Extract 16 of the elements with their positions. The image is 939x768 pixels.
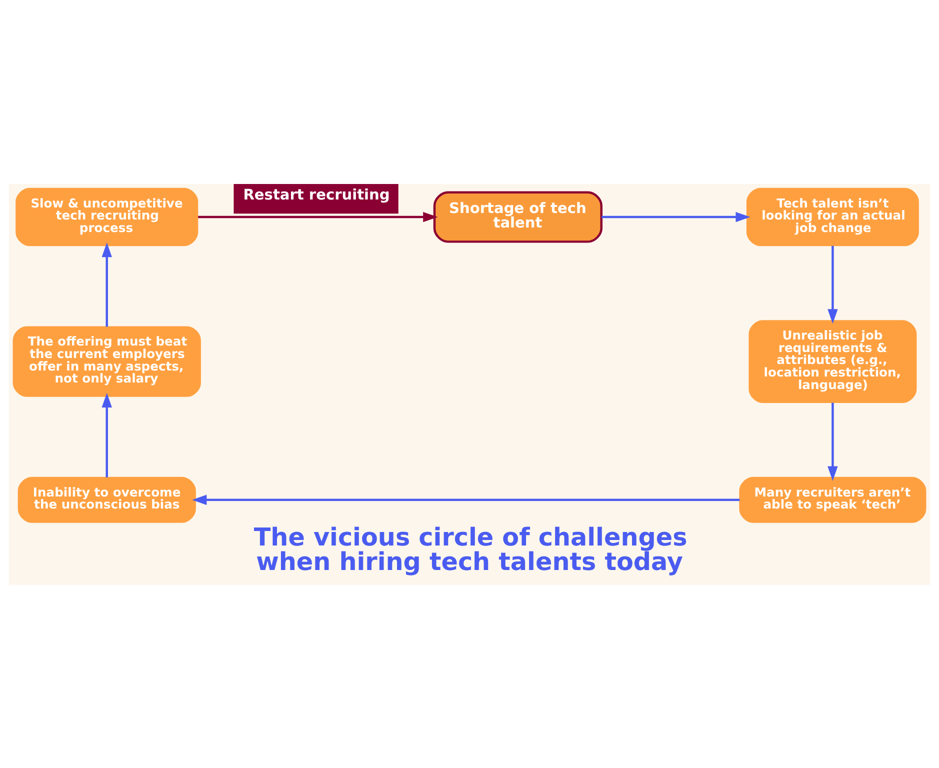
node-box: Inability to overcome the unconscious bias (18, 476, 196, 522)
node-box: Shortage of tech talent (433, 190, 603, 242)
arrow (828, 402, 838, 480)
node-box: The offering must beat the current employers offer in many aspects, not only salary (12, 326, 201, 396)
node-box: Many recruiters aren’t able to speak ‘tech’ (739, 476, 926, 522)
arrow (602, 211, 750, 222)
arrow (102, 392, 112, 477)
arrow (198, 211, 438, 222)
arrow (192, 494, 740, 504)
node-box: Unrealistic job requirements & attributes (e.g., location restriction, language) (748, 320, 917, 402)
node-box: Slow & uncompetitive tech recruiting process (16, 187, 198, 246)
edge-label: Restart recruiting (243, 186, 390, 204)
arrow (102, 242, 112, 326)
diagram-title: The vicious circle of challenges when hiring tech talents today (254, 522, 688, 576)
arrow (828, 245, 838, 324)
node-box: Tech talent isn’t looking for an actual job change (746, 187, 919, 246)
